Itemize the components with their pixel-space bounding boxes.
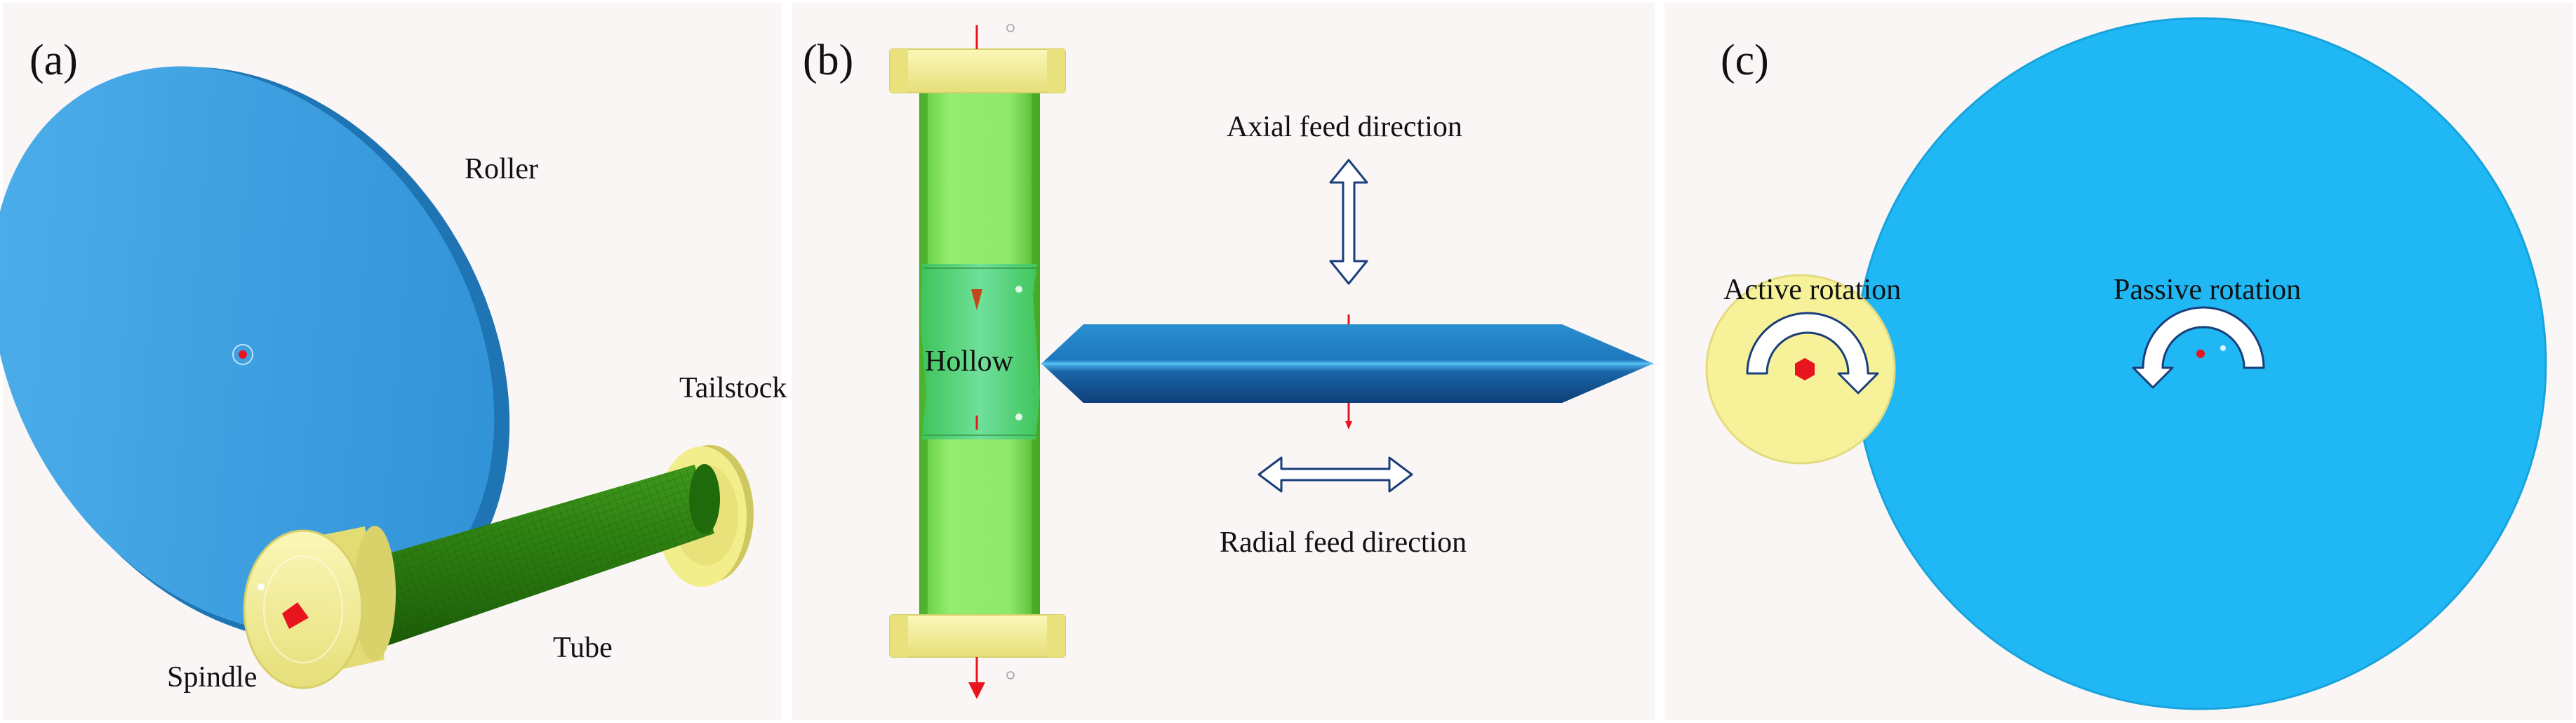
roller-center-marker-c [2196,350,2205,358]
roller-center-marker [239,350,247,359]
top-cap-b [889,24,1066,93]
radial-double-arrow-icon [1257,456,1413,493]
tube-label: Tube [553,632,613,664]
tube-a [351,464,720,651]
panel-a-letter: (a) [29,37,78,84]
spindle-c [1705,274,1896,465]
axial-feed-label: Axial feed direction [1227,111,1462,143]
panel-c-letter: (c) [1721,37,1769,84]
tube-b [919,88,1040,622]
panel-b-letter: (b) [803,37,853,84]
radial-feed-label: Radial feed direction [1220,526,1467,559]
spindle-center-marker-c [1795,358,1815,380]
roller-label: Roller [465,153,538,185]
bottom-cap-b [889,614,1066,699]
hollow-region [921,264,1040,439]
spindle-a [243,526,396,689]
hollow-label: Hollow [925,345,1014,378]
panel-c: (c) Passive rotation Active rotation [1705,17,2547,710]
roller-disc-a [0,66,510,642]
passive-rotation-icon [2132,306,2265,389]
panel-a: (a) Roller Tailstock Tube [0,37,787,694]
roller-disc-c [1854,17,2547,710]
active-rotation-label: Active rotation [1723,274,1901,306]
spindle-label: Spindle [167,661,257,694]
axial-double-arrow-icon [1329,159,1368,285]
passive-rotation-label: Passive rotation [2114,274,2301,306]
roller-edge-b [1041,314,1653,430]
active-rotation-icon [1746,312,1879,394]
tailstock-label: Tailstock [679,372,787,404]
panel-b: (b) Hollow [803,24,1653,699]
spindle-center-marker [282,602,309,629]
